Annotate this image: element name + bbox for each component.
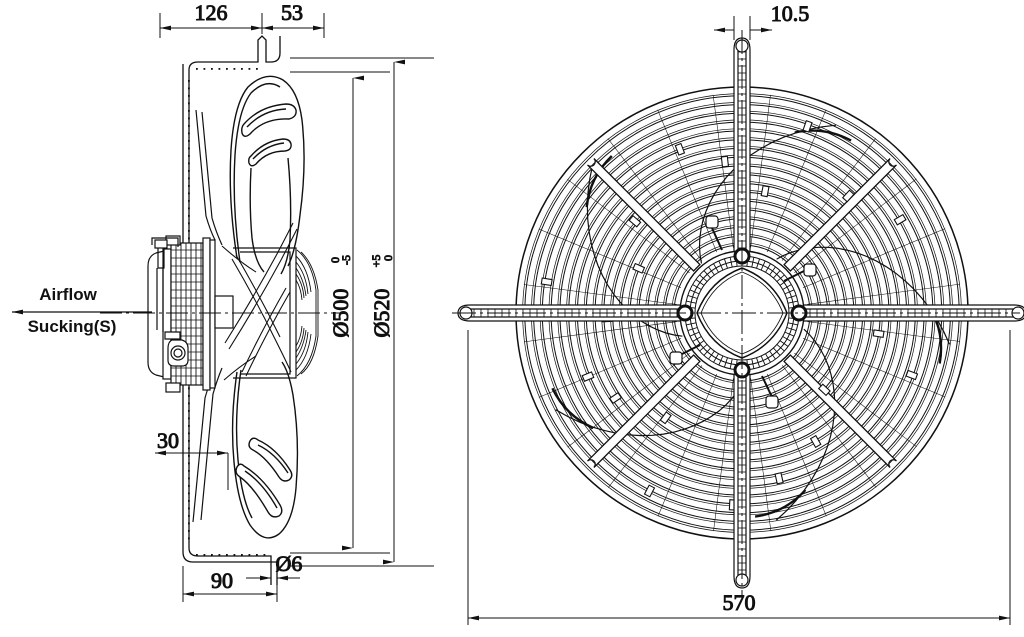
rotor-hub [233, 247, 319, 379]
dim-text-dia520-tol-upper: +5 [369, 255, 383, 268]
front-view-centerlines [452, 30, 1020, 600]
dim-text-105: 10.5 [771, 1, 810, 26]
left-view-dimensions: 126 53 30 90 Ø6 Ø500 0 -5 [155, 0, 434, 602]
dim-text-dia520: Ø520 [369, 289, 394, 338]
hub-fixing-studs [669, 215, 817, 409]
dim-text-53: 53 [281, 0, 303, 25]
motor-assembly [147, 235, 234, 393]
front-view [452, 30, 1024, 600]
dim-text-30: 30 [157, 428, 179, 453]
side-section-view [100, 35, 340, 585]
mounting-bracket [182, 35, 281, 585]
dim-text-dia500-tol-upper: 0 [328, 257, 342, 263]
dim-text-dia500: Ø500 [328, 289, 353, 338]
dim-text-126: 126 [195, 0, 228, 25]
dim-text-dia500-tol-lower: -5 [339, 255, 353, 265]
airflow-annotation: Airflow Sucking(S) [12, 285, 152, 336]
dim-text-570: 570 [723, 590, 756, 615]
impeller-blade-edges [221, 222, 298, 381]
impeller-blade-upper [229, 75, 305, 275]
dim-text-dia500-group: Ø500 0 -5 [328, 255, 354, 338]
sucking-label: Sucking(S) [28, 317, 117, 336]
dim-text-dia520-tol-lower: 0 [381, 255, 395, 261]
impeller-blade-lower [231, 361, 299, 539]
airflow-label: Airflow [39, 285, 97, 304]
right-view-dimensions: 10.5 570 [467, 1, 1011, 625]
dim-text-dia520-group: Ø520 +5 0 [369, 254, 396, 338]
dim-text-dia6: Ø6 [276, 551, 303, 576]
dim-text-90: 90 [211, 568, 233, 593]
guard-radial-spokes [523, 94, 961, 532]
